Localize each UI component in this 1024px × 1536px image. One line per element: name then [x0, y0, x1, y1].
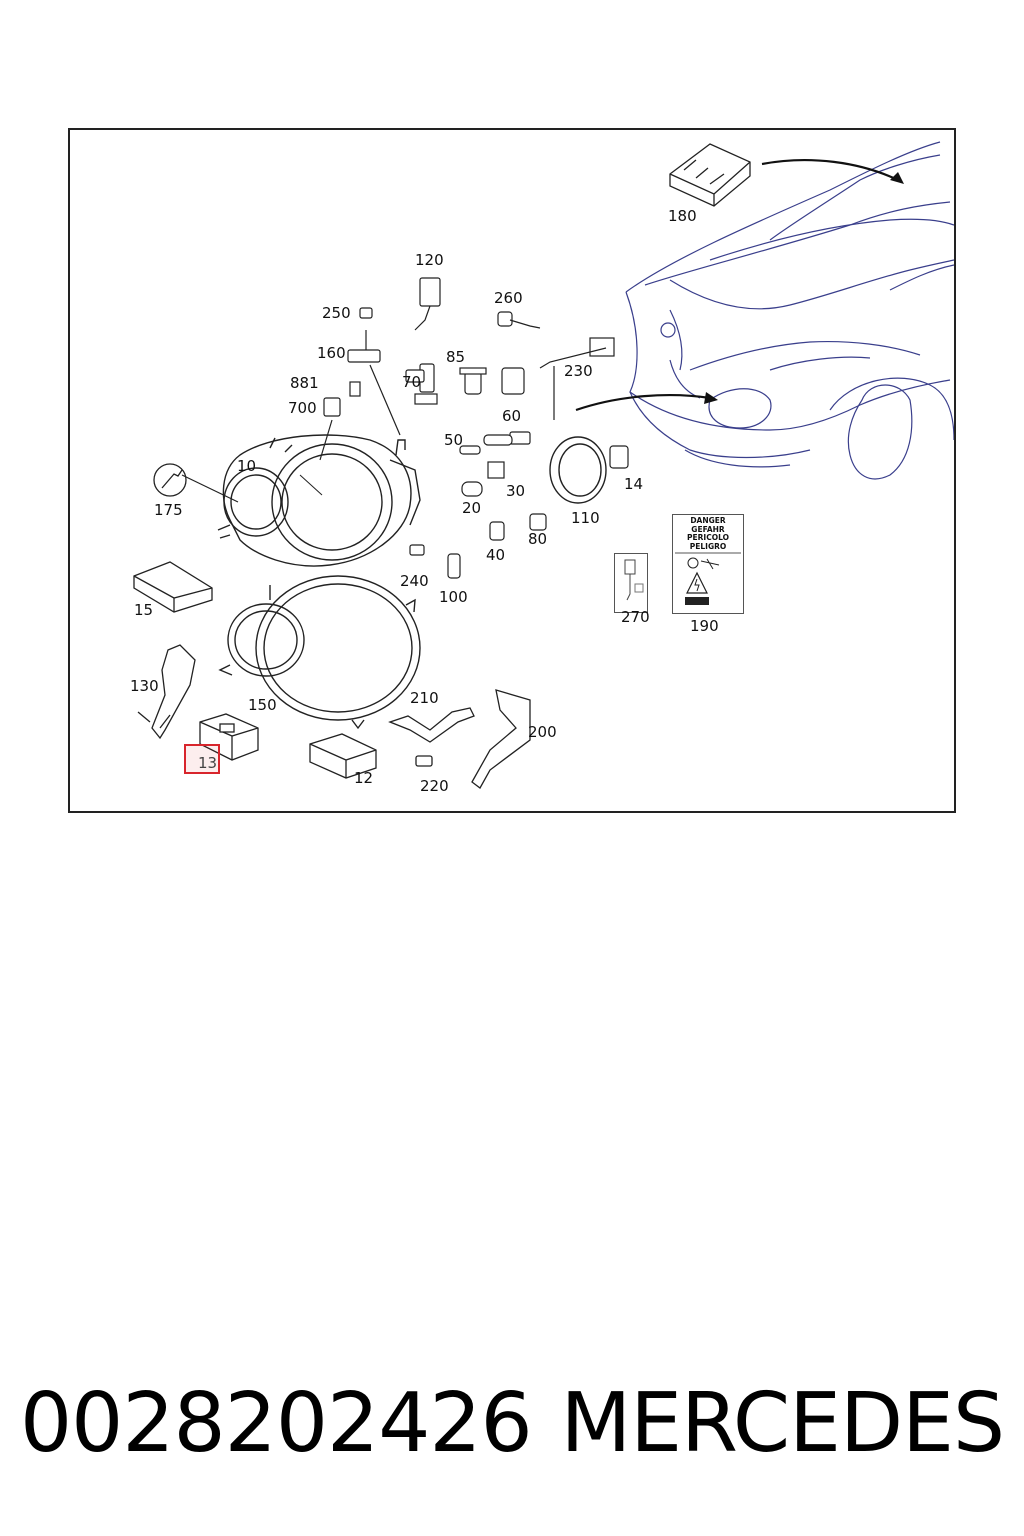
callout-881: 881 [290, 374, 319, 392]
callout-190: 190 [690, 617, 719, 635]
callout-240: 240 [400, 572, 429, 590]
callout-230: 230 [564, 362, 593, 380]
callout-30: 30 [506, 482, 526, 500]
warning-label: DANGER GEFAHR PERICOLO PELIGRO [672, 514, 744, 614]
callout-85: 85 [446, 348, 466, 366]
callout-40: 40 [486, 546, 506, 564]
control-unit-12 [309, 733, 377, 779]
small-parts [323, 277, 629, 579]
callout-175: 175 [154, 501, 183, 519]
callout-180: 180 [668, 207, 697, 225]
cables [181, 305, 607, 503]
callout-200: 200 [528, 723, 557, 741]
bracket-210 [388, 707, 475, 767]
highlighted-part-13[interactable]: 13 [184, 744, 220, 774]
callout-250: 250 [322, 304, 351, 322]
callout-270: 270 [621, 608, 650, 626]
warning-word: PELIGRO [689, 541, 727, 551]
callout-15: 15 [134, 601, 154, 619]
arrowheads [704, 172, 904, 404]
callout-220: 220 [420, 777, 449, 795]
ring [549, 436, 607, 504]
bezel [218, 575, 421, 730]
car-outline [625, 141, 954, 480]
diagram-drawing [133, 141, 954, 789]
callout-160: 160 [317, 344, 346, 362]
callout-70: 70 [402, 373, 422, 391]
callout-50: 50 [444, 431, 464, 449]
callout-10: 10 [237, 457, 257, 475]
part-270-card [614, 553, 648, 613]
warning-label-text: DANGER GEFAHR PERICOLO PELIGRO [677, 516, 739, 551]
part-180 [669, 143, 751, 207]
wrench-icon [153, 463, 187, 497]
callout-130: 130 [130, 677, 159, 695]
part-number: 0028202426 [20, 1375, 533, 1471]
parts-diagram: DANGER GEFAHR PERICOLO PELIGRO 180 120 2… [68, 128, 956, 813]
leader-lines [299, 474, 323, 496]
footer: 0028202426 MERCEDES [20, 1368, 1005, 1478]
module-15 [133, 561, 213, 613]
warning-word: GEFAHR [691, 524, 725, 534]
callout-13: 13 [198, 754, 218, 772]
callout-80: 80 [528, 530, 548, 548]
callout-110: 110 [571, 509, 600, 527]
callout-20: 20 [462, 499, 482, 517]
warning-word: DANGER [690, 516, 726, 525]
callout-150: 150 [248, 696, 277, 714]
bracket-130 [137, 644, 196, 740]
warning-pictogram [675, 552, 741, 605]
callout-120: 120 [415, 251, 444, 269]
callout-210: 210 [410, 689, 439, 707]
callout-700: 700 [288, 399, 317, 417]
callout-60: 60 [502, 407, 522, 425]
arrows [575, 159, 899, 412]
callout-12: 12 [354, 769, 374, 787]
brand-name: MERCEDES [560, 1375, 1005, 1471]
bracket-200 [471, 689, 531, 789]
callout-14: 14 [624, 475, 644, 493]
callout-260: 260 [494, 289, 523, 307]
warning-word: PERICOLO [687, 533, 729, 542]
headlight-assembly [217, 434, 421, 567]
callout-100: 100 [439, 588, 468, 606]
part-270-drawing [624, 559, 644, 601]
